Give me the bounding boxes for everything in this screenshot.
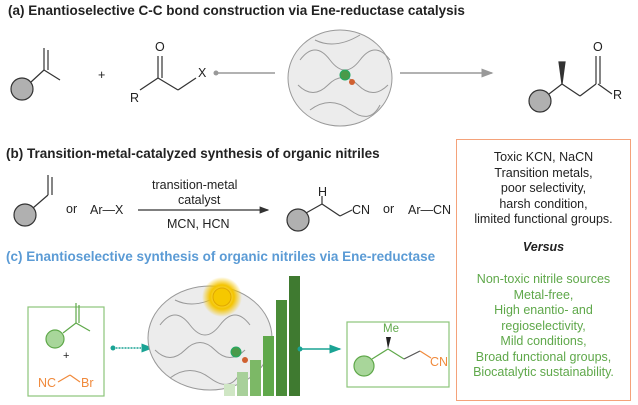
product-o-label: O	[593, 40, 603, 54]
o-label: O	[155, 40, 165, 54]
versus-label: Versus	[522, 239, 565, 254]
activity-bar	[250, 360, 261, 396]
plus-sign: +	[98, 68, 106, 82]
nitrile-product-box	[346, 321, 450, 388]
aryl-nitrile: Ar—CN	[408, 203, 452, 217]
advantage-item: Broad functional groups,	[475, 349, 612, 364]
nitrile-product-b	[286, 196, 353, 232]
advantage-item: regioselectivity,	[501, 318, 586, 333]
activity-bar	[237, 372, 248, 396]
cn-label: CN	[352, 203, 371, 217]
advantage-item: Biocatalytic sustainability.	[473, 365, 614, 379]
or-label: or	[66, 202, 78, 216]
catalyst-line-2: catalyst	[178, 193, 221, 207]
advantage-item: Mild conditions,	[500, 334, 587, 348]
advantage-item: Metal-free,	[513, 287, 574, 302]
plus-sign-c: +	[63, 350, 70, 362]
activity-bar	[263, 336, 274, 396]
cyanide-reagents: MCN, HCN	[167, 217, 230, 231]
section-c-title: (c) Enantioselective synthesis of organi…	[6, 249, 436, 264]
or-label-2: or	[383, 202, 395, 216]
drawback-item: poor selectivity,	[500, 181, 587, 195]
x-label: X	[198, 66, 207, 80]
section-b-title: (b) Transition-metal-catalyzed synthesis…	[6, 146, 380, 161]
alkene-substrate-a	[10, 48, 61, 101]
advantage-item: High enantio- and	[494, 303, 593, 317]
ene-reductase-protein-image-a	[287, 29, 393, 127]
activity-bar-graphic	[224, 276, 300, 396]
substrate-box	[27, 303, 105, 397]
activity-bar	[224, 384, 235, 396]
advantage-item: Non-toxic nitrile sources	[476, 272, 611, 286]
catalyst-line-1: transition-metal	[152, 178, 238, 192]
haloketone-reagent	[139, 56, 197, 91]
drawback-item: limited functional groups.	[474, 212, 613, 226]
h-label: H	[318, 185, 328, 199]
br-label: Br	[81, 376, 94, 390]
drawback-item: harsh condition,	[499, 196, 588, 211]
nc-label: NC	[38, 376, 57, 390]
me-label: Me	[383, 323, 399, 335]
alkene-substrate-b	[13, 175, 53, 227]
r-label: R	[130, 91, 140, 105]
section-a-title: (a) Enantioselective C-C bond constructi…	[8, 3, 465, 18]
activity-bar	[276, 300, 287, 396]
ketone-product-a	[528, 56, 613, 113]
activity-bar	[289, 276, 300, 396]
aryl-halide: Ar—X	[90, 203, 124, 217]
cn-label-c: CN	[430, 355, 449, 369]
drawback-item: Toxic KCN, NaCN	[493, 150, 594, 164]
product-r-label: R	[613, 88, 623, 102]
drawback-item: Transition metals,	[494, 165, 593, 180]
